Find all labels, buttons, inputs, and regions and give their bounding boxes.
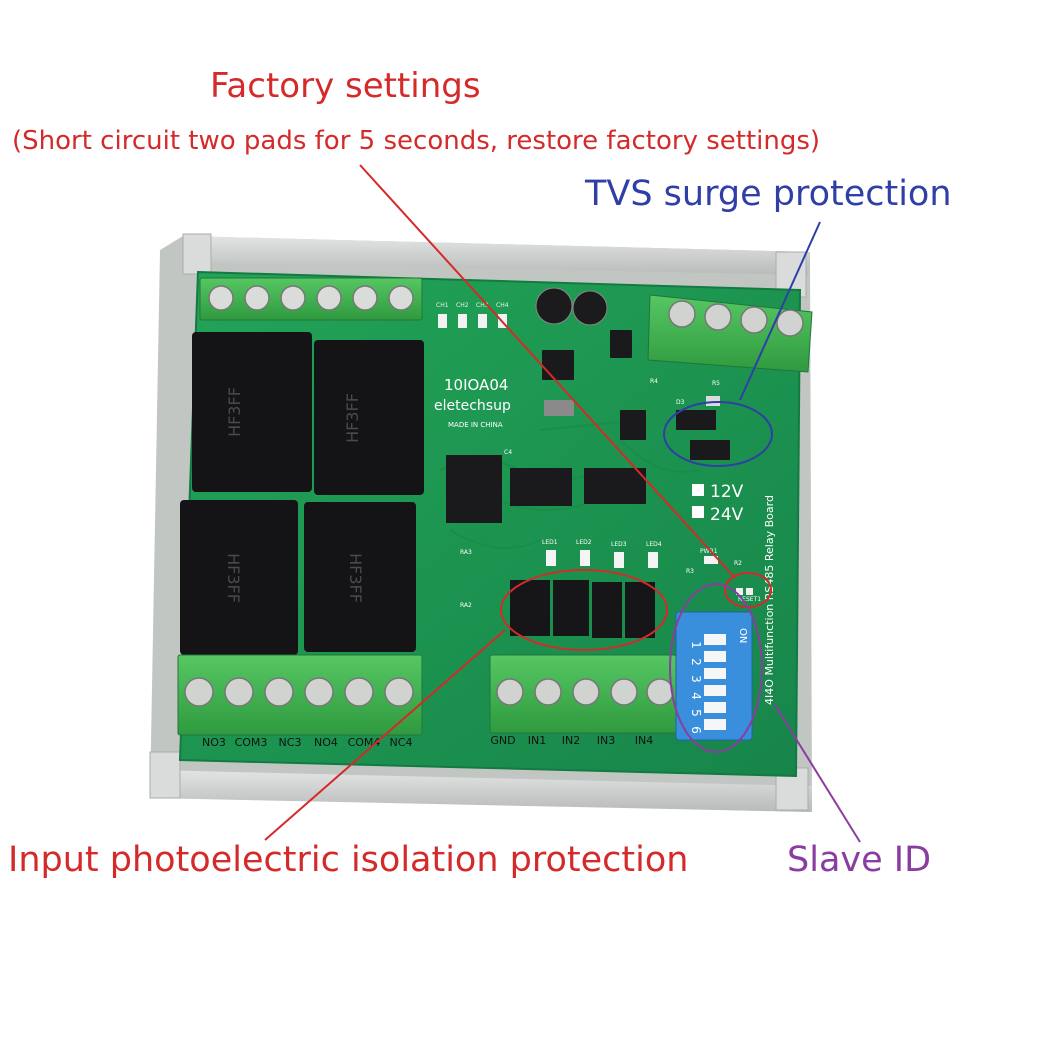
terminal-label-com3: COM3 bbox=[235, 736, 268, 749]
dip-1: 1 bbox=[689, 641, 703, 649]
dip-4: 4 bbox=[689, 692, 703, 700]
slave-id-title: Slave ID bbox=[787, 840, 932, 880]
c4-label: C4 bbox=[504, 449, 512, 456]
dip-circle bbox=[669, 583, 763, 753]
dip-on-label: ON bbox=[737, 628, 748, 643]
ch4-label: CH4 bbox=[496, 302, 509, 309]
ra2-label: RA2 bbox=[460, 602, 472, 609]
dip-2: 2 bbox=[689, 658, 703, 666]
power-terminal-block bbox=[647, 294, 813, 373]
factory-leader-line bbox=[359, 164, 736, 579]
status-leds bbox=[546, 550, 718, 568]
ic-chips bbox=[446, 330, 646, 523]
relay-2: HF3FF bbox=[314, 340, 424, 495]
top-terminal-block bbox=[199, 277, 423, 321]
factory-settings-subtitle: (Short circuit two pads for 5 seconds, r… bbox=[12, 126, 821, 156]
ra3-label: RA3 bbox=[460, 549, 472, 556]
slave-leader-line bbox=[774, 704, 861, 843]
r2-label: R2 bbox=[734, 560, 742, 567]
relay-4: HF3FF bbox=[304, 502, 416, 652]
pwr-label: PWR1 bbox=[700, 548, 718, 555]
reset-pads bbox=[736, 588, 753, 595]
capacitors bbox=[535, 287, 608, 326]
ch3-label: CH3 bbox=[476, 302, 489, 309]
r5-label: R5 bbox=[712, 380, 720, 387]
relay-1: HF3FF bbox=[192, 332, 312, 492]
terminal-label-nc3: NC3 bbox=[279, 736, 302, 749]
relay-2-brand: HF3FF bbox=[343, 393, 362, 443]
dip-5: 5 bbox=[689, 709, 703, 717]
relay-1-brand: HF3FF bbox=[225, 387, 244, 437]
terminal-label-nc4: NC4 bbox=[390, 736, 413, 749]
tvs-title: TVS surge protection bbox=[585, 174, 952, 214]
relays: HF3FF HF3FF HF3FF HF3FF bbox=[180, 332, 424, 655]
d3-label: D3 bbox=[676, 399, 685, 406]
tvs-circle bbox=[663, 401, 773, 467]
terminal-label-in2: IN2 bbox=[562, 734, 580, 747]
made-in-china: MADE IN CHINA bbox=[448, 421, 503, 429]
terminal-label-in4: IN4 bbox=[635, 734, 653, 747]
ch2-label: CH2 bbox=[456, 302, 469, 309]
label-12v: 12V bbox=[710, 482, 744, 502]
input-isolation-title: Input photoelectric isolation protection bbox=[8, 840, 689, 880]
led3-label: LED3 bbox=[611, 541, 627, 548]
tvs-leader-line bbox=[739, 221, 821, 401]
terminal-label-no4: NO4 bbox=[314, 736, 338, 749]
label-24v: 24V bbox=[710, 505, 744, 525]
terminal-label-no3: NO3 bbox=[202, 736, 226, 749]
dip-switch: ON 1 2 3 4 5 6 bbox=[675, 611, 753, 741]
r3-label: R3 bbox=[686, 568, 694, 575]
12v-pad bbox=[692, 484, 704, 496]
dip-6: 6 bbox=[689, 726, 703, 734]
tvs-diodes bbox=[676, 396, 730, 460]
input-leader-line bbox=[264, 629, 506, 841]
terminal-label-in1: IN1 bbox=[528, 734, 546, 747]
board-brand: eletechsup bbox=[434, 398, 511, 414]
input-terminal-block: GND IN1 IN2 IN3 IN4 bbox=[489, 654, 677, 747]
relay-4-brand: HF3FF bbox=[346, 553, 365, 603]
led2-label: LED2 bbox=[576, 539, 592, 546]
reset-label: RESET1 bbox=[738, 596, 761, 603]
relay-3: HF3FF bbox=[180, 500, 298, 655]
dip-3: 3 bbox=[689, 675, 703, 683]
terminal-label-in3: IN3 bbox=[597, 734, 615, 747]
annotation-overlays bbox=[264, 164, 861, 843]
led1-label: LED1 bbox=[542, 539, 558, 546]
board-model: 10IOA04 bbox=[444, 376, 508, 394]
r4-label: R4 bbox=[650, 378, 658, 385]
output-terminal-block: NO3 COM3 NC3 NO4 COM4 NC4 bbox=[177, 654, 423, 749]
terminal-label-gnd: GND bbox=[490, 734, 515, 747]
24v-pad bbox=[692, 506, 704, 518]
factory-settings-title: Factory settings bbox=[210, 66, 481, 106]
led4-label: LED4 bbox=[646, 541, 662, 548]
board-side-label: 4I4O Multifunction RS485 Relay Board bbox=[763, 495, 776, 705]
optocouplers bbox=[510, 580, 655, 638]
ch1-label: CH1 bbox=[436, 302, 449, 309]
relay-3-brand: HF3FF bbox=[224, 553, 243, 603]
optocoupler-circle bbox=[500, 569, 668, 651]
